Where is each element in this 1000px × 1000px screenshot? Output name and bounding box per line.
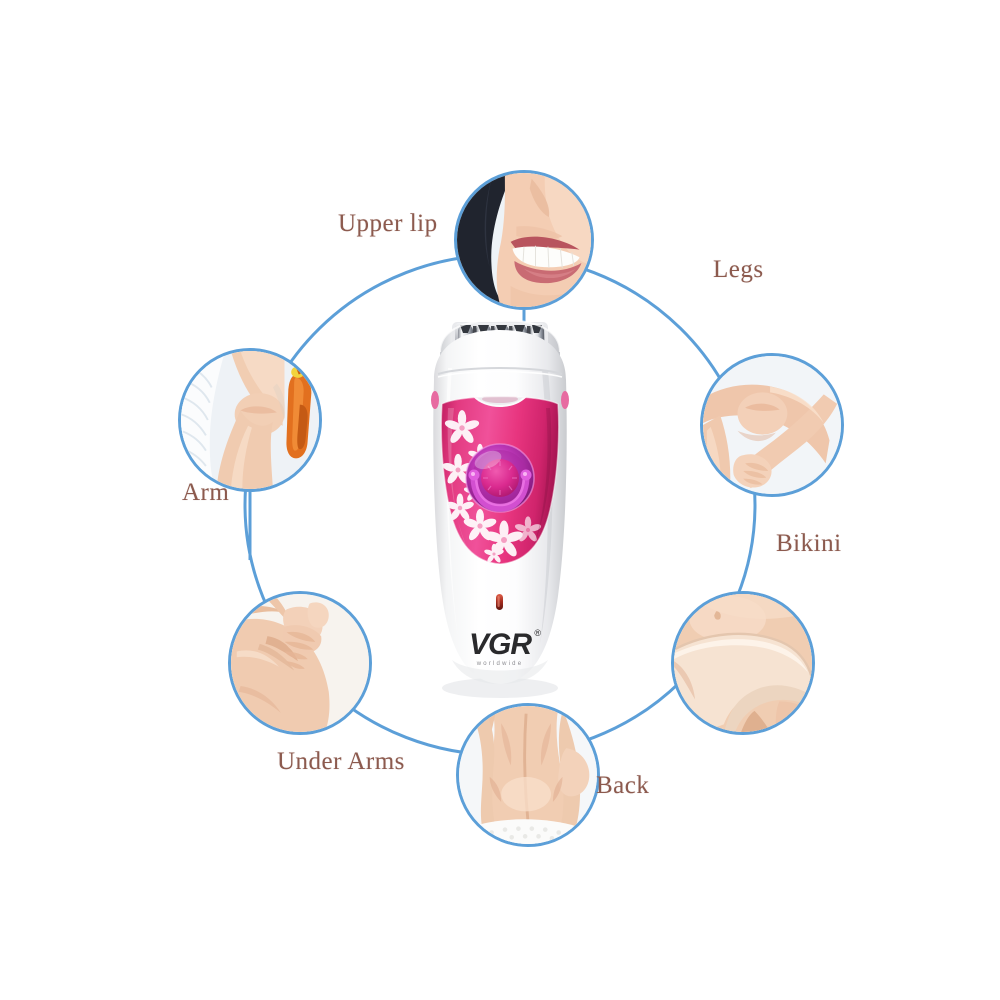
- label-under-arms: Under Arms: [277, 748, 405, 775]
- bubble-bikini[interactable]: [671, 591, 815, 735]
- legs-illustration: [703, 356, 841, 494]
- orange-tool: [286, 363, 312, 459]
- bubble-back[interactable]: [456, 703, 600, 847]
- bubble-arm[interactable]: [178, 348, 322, 492]
- arm-illustration: [181, 351, 319, 489]
- label-upper-lip: Upper lip: [338, 210, 438, 237]
- upper-lip-illustration: [457, 173, 591, 307]
- bikini-illustration: [674, 594, 812, 732]
- led-indicator: [496, 594, 503, 610]
- bubble-legs[interactable]: [700, 353, 844, 497]
- bubble-upper-lip[interactable]: [454, 170, 594, 310]
- back-illustration: [459, 706, 597, 844]
- label-bikini: Bikini: [776, 530, 842, 557]
- label-legs: Legs: [713, 256, 764, 283]
- side-button-left[interactable]: [431, 391, 439, 409]
- side-button-right[interactable]: [561, 391, 569, 409]
- epilator-graphic: [431, 318, 569, 698]
- label-arm: Arm: [182, 479, 230, 506]
- under-arms-illustration: [231, 594, 369, 732]
- power-dial[interactable]: [465, 443, 535, 513]
- flower-pattern: [442, 410, 542, 563]
- label-back: Back: [596, 772, 650, 799]
- bubble-under-arms[interactable]: [228, 591, 372, 735]
- product-epilator[interactable]: VGR® worldwide: [408, 308, 592, 706]
